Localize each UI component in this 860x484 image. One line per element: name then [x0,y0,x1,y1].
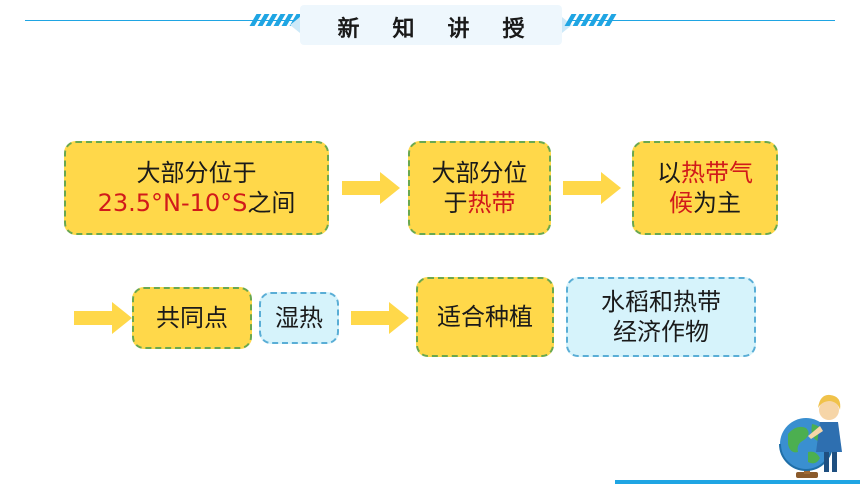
header-line-left [25,20,295,21]
arrow-right-icon [351,302,409,334]
climate-zone-line2: 于热带 [444,188,516,218]
climate-zone-line1: 大部分位 [431,159,528,187]
climate-type-line1: 以热带气 [657,158,753,188]
latitude-range: 23.5°N-10°S [97,189,248,217]
location-box: 大部分位于 23.5°N-10°S之间 [64,141,329,235]
humid-hot-label: 湿热 [275,304,323,332]
climate-type-box: 以热带气 候为主 [632,141,778,235]
page-title: 新知讲授 [337,17,558,42]
header-line-right [570,20,835,21]
climate-type-prefix: 以 [657,159,681,187]
location-text-line1: 大部分位于 [136,159,257,187]
common-point-label: 共同点 [156,304,228,332]
arrow-right-icon [74,302,132,334]
humid-hot-box: 湿热 [259,292,339,344]
suitable-crops-label: 适合种植 [437,303,533,331]
location-text-tail: 之间 [247,189,296,217]
climate-type-suffix: 为主 [693,189,741,217]
tropical-climate-a: 热带气 [681,159,753,187]
arrow-right-icon [563,172,621,204]
climate-zone-box: 大部分位 于热带 [408,141,551,235]
tropical-zone: 热带 [467,189,516,217]
suitable-crops-box: 适合种植 [416,277,554,357]
arrow-right-icon [342,172,400,204]
crops-box: 水稻和热带经济作物 [566,277,756,357]
location-text-line2: 23.5°N-10°S之间 [98,188,296,218]
bottom-accent-bar [615,480,860,484]
teacher-globe-illustration [779,394,842,478]
crops-label: 水稻和热带经济作物 [601,288,721,346]
header-stripes-right [564,14,617,26]
common-point-box: 共同点 [132,287,252,349]
climate-type-line2: 候为主 [669,188,741,218]
climate-zone-prefix: 于 [443,189,468,217]
section-header: 新知讲授 [0,0,860,50]
tropical-climate-b: 候 [669,189,693,217]
